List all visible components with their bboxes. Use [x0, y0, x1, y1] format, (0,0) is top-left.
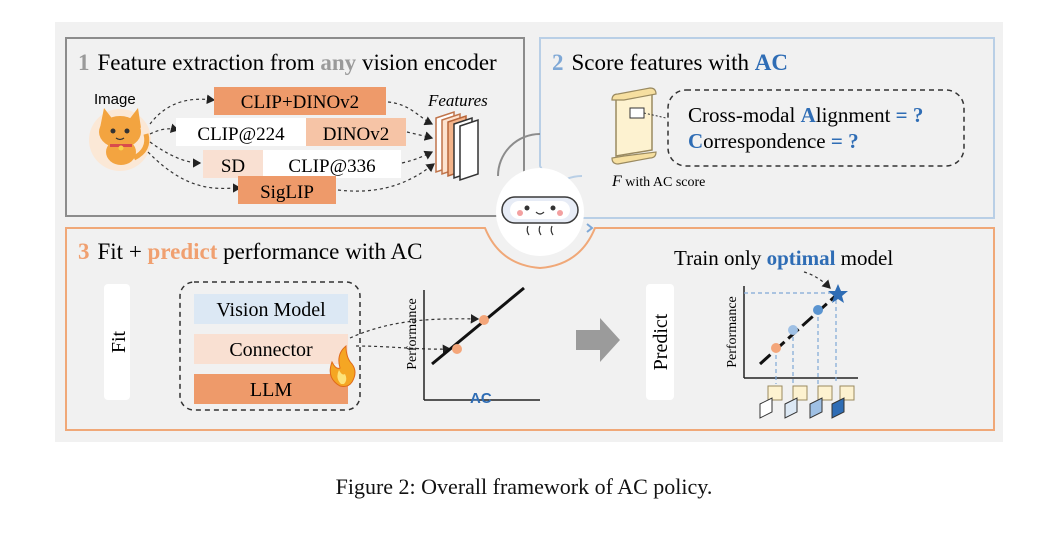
llm-label: LLM: [250, 379, 292, 401]
fit-plot: Performance AC: [405, 286, 540, 407]
fit-label: Fit: [108, 330, 130, 353]
encoder-label-clip224: CLIP@224: [197, 124, 285, 145]
train-text-highlight: optimal: [767, 246, 836, 270]
panel2-title-pre: Score features with: [572, 50, 755, 75]
fit-to-predict-arrow-icon: [576, 318, 620, 362]
panel3-title-post: performance with AC: [217, 239, 422, 264]
svg-text:Train only optimal model: Train only optimal model: [674, 246, 893, 270]
score-symbol: F: [611, 173, 622, 190]
panel3-title-highlight: predict: [148, 239, 218, 264]
panel-feature-extraction: 1 Feature extraction from any vision enco…: [65, 37, 525, 217]
bubble-line1-q: = ?: [896, 103, 924, 127]
predict-label-box: [646, 284, 674, 400]
optimal-star-icon: [828, 284, 848, 303]
bubble-line1-mid: lignment: [816, 103, 896, 127]
predict-label: Predict: [650, 313, 672, 370]
fit-regression-line: [431, 286, 525, 366]
predict-point-2: [788, 325, 798, 335]
figure-caption: Figure 2: Overall framework of AC policy…: [335, 474, 713, 499]
svg-text:F with AC score: F with AC score: [611, 173, 705, 190]
encoder-box-clip-dinov2: [214, 87, 386, 115]
bubble-line1-pre: Cross-modal: [688, 103, 801, 127]
svg-text:Correspondence = ?: Correspondence = ?: [688, 129, 859, 153]
predict-plot: Performance: [725, 284, 858, 419]
encoder-box-clip336: [263, 150, 401, 178]
predict-plot-ylabel: Performance: [725, 296, 740, 368]
encoder-box-siglip: [238, 176, 336, 204]
connector-label: Connector: [229, 339, 313, 361]
predict-point-1: [771, 343, 781, 353]
encoder-label-sd: SD: [221, 156, 245, 177]
cat-to-encoder-arrows: [147, 94, 242, 193]
train-text-post: model: [835, 246, 893, 270]
panel-fit-predict: 3 Fit + predict performance with AC Fit V…: [65, 227, 995, 431]
panel1-title-pre: Feature extraction from: [98, 50, 321, 75]
fit-point-high: [479, 315, 489, 325]
bubble-line1-a: A: [801, 103, 817, 127]
connector-to-plot-arrows: [349, 314, 480, 355]
ac-question-bubble: [667, 89, 965, 167]
connector-box: [194, 334, 348, 364]
llm-box: [194, 374, 348, 404]
center-hub: [496, 133, 594, 256]
vision-model-label: Vision Model: [216, 299, 326, 321]
vision-model-box: [194, 294, 348, 324]
predict-scroll-icons: [759, 385, 855, 419]
predict-point-3: [813, 305, 823, 315]
panel1-title-post: vision encoder: [356, 50, 497, 75]
encoder-label-dinov2: DINOv2: [323, 124, 390, 145]
train-text-pre: Train only: [674, 246, 767, 270]
encoder-box-sd: [203, 150, 263, 178]
panel3-title-pre: Fit +: [98, 239, 148, 264]
encoder-box-dinov2: [306, 118, 406, 146]
fit-point-low: [452, 344, 462, 354]
features-stack-icon: [435, 110, 479, 182]
scroll-icon: [611, 87, 667, 165]
fit-plot-xlabel: AC: [470, 390, 492, 407]
bubble-line2-c: C: [688, 129, 703, 153]
panel2-title-highlight: AC: [755, 50, 788, 75]
svg-text:Cross-modal Alignment = ?: Cross-modal Alignment = ?: [688, 103, 923, 127]
encoder-box-clip224: [176, 118, 306, 146]
optimal-pointer-arrow: [803, 271, 831, 289]
panel1-title-highlight: any: [320, 50, 356, 75]
flame-icon: [329, 344, 356, 387]
score-label: with AC score: [622, 175, 706, 190]
cat-image-icon: [89, 108, 151, 171]
encoder-label-clip336: CLIP@336: [288, 156, 375, 177]
encoder-to-features-arrows: [337, 101, 435, 192]
panel1-number: 1: [78, 50, 90, 75]
model-stack-frame: [179, 281, 361, 411]
features-symbol: Features: [427, 91, 488, 110]
fit-plot-ylabel: Performance: [405, 298, 420, 370]
robot-icon: [501, 196, 579, 236]
svg-text:Features: Features: [427, 91, 488, 110]
image-label: Image: [94, 91, 136, 108]
encoder-label-clip-dinov2: CLIP+DINOv2: [241, 92, 359, 113]
bubble-line2-q: = ?: [831, 129, 859, 153]
encoder-label-siglip: SigLIP: [260, 182, 314, 203]
bubble-line2-mid: orrespondence: [703, 129, 831, 153]
panel3-number: 3: [78, 239, 90, 264]
fit-label-box: [104, 284, 130, 400]
hub-arrowhead-icon: [586, 223, 594, 233]
panel2-number: 2: [552, 50, 564, 75]
